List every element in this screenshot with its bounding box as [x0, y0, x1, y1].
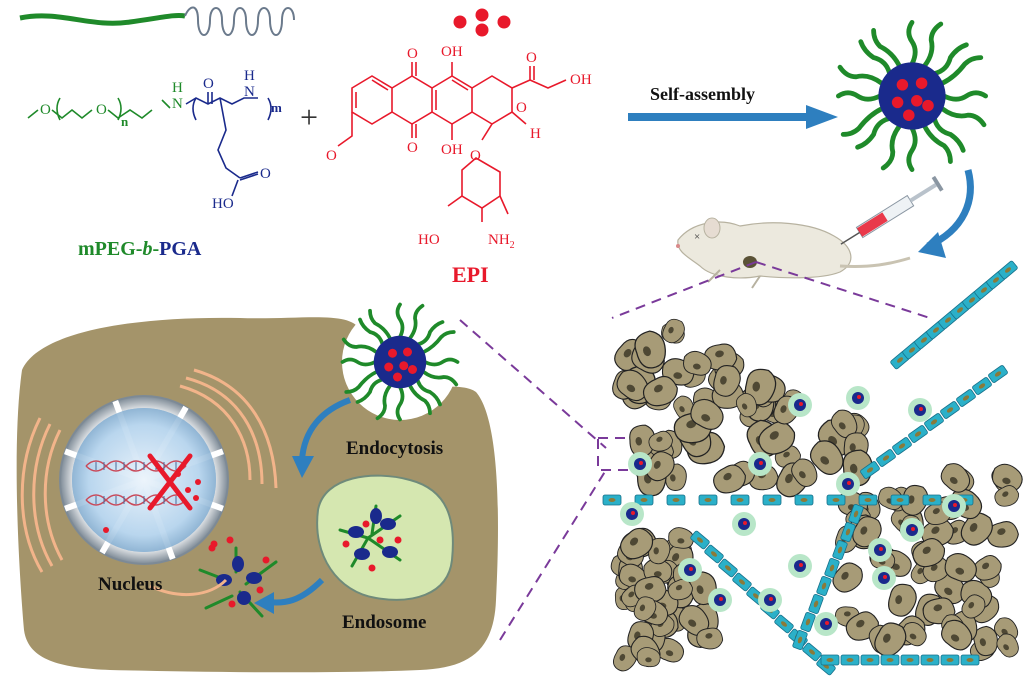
- epi-structure: OH O O OH O OH O O H O HO NH2: [326, 44, 592, 251]
- copolymer-cartoon: [19, 6, 295, 36]
- pga-m: m: [271, 100, 282, 115]
- endosome: [316, 474, 454, 601]
- epi-o-keto: O: [526, 50, 537, 66]
- injection-arrow: [918, 169, 974, 258]
- endosome-arrow: [254, 577, 325, 614]
- epi-oh-top: OH: [441, 44, 463, 60]
- epi-nh2: NH2: [488, 232, 515, 251]
- plus-sign: +: [300, 99, 318, 135]
- pga-n: N: [244, 84, 255, 100]
- released-fragments: [198, 536, 278, 618]
- nucleus: [59, 395, 229, 565]
- peg-o2: O: [96, 102, 107, 118]
- self-assembly-arrow: [628, 105, 838, 129]
- micelle-endocytosis: [340, 302, 460, 422]
- epi-red-dots: [453, 8, 511, 37]
- micelle-large: [838, 22, 985, 169]
- pga-ho: HO: [212, 196, 234, 212]
- syringe-icon: [840, 175, 944, 245]
- peg-n: n: [121, 114, 129, 129]
- pga-h: H: [244, 68, 255, 84]
- endosome-label: Endosome: [342, 612, 426, 633]
- endocytosis-arrow: [292, 397, 352, 478]
- epi-o-sugar: O: [470, 148, 481, 164]
- epi-o-ring: O: [516, 100, 527, 116]
- svg-text:×: ×: [694, 231, 700, 243]
- endocytosis-label: Endocytosis: [346, 438, 443, 459]
- zoom-lines: [459, 261, 931, 641]
- peg-nh-h: H: [172, 80, 183, 96]
- epi-ho: HO: [418, 232, 440, 248]
- self-assembly-label: Self-assembly: [650, 84, 755, 104]
- nucleus-label: Nucleus: [98, 574, 162, 595]
- epi-o-methoxy: O: [326, 148, 337, 164]
- tumor-tissue: [602, 259, 1024, 677]
- peg-nh-n: N: [172, 96, 183, 112]
- epi-h: H: [530, 126, 541, 142]
- epi-oh-mid: OH: [441, 142, 463, 158]
- peg-o1: O: [40, 102, 51, 118]
- drug-label: EPI: [452, 262, 489, 287]
- endoplasmic-reticulum: [20, 368, 278, 597]
- epi-oh-right: OH: [570, 72, 592, 88]
- copolymer-structure: O O n H N O H N m O HO: [27, 68, 282, 212]
- epi-o-mid: O: [407, 140, 418, 156]
- epi-o-top: O: [407, 46, 418, 62]
- copolymer-label: mPEG-b-PGA: [78, 238, 202, 260]
- mouse-icon: ×: [676, 217, 911, 289]
- pga-o2: O: [260, 166, 271, 182]
- pga-o: O: [203, 76, 214, 92]
